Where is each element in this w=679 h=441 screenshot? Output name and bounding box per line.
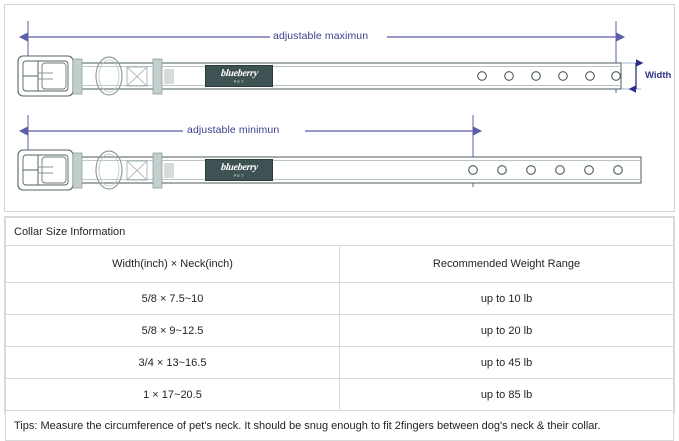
width-dimension-label: Width — [645, 70, 672, 81]
bottom-collar-assembly — [17, 115, 642, 191]
table-title-row: Collar Size Information — [5, 217, 674, 246]
brand-patch-bottom: blueberry PET — [205, 159, 273, 181]
brand-subtitle: PET — [233, 172, 245, 178]
cell-size: 5/8 × 9~12.5 — [5, 314, 340, 347]
tips-text: Tips: Measure the circumference of pet's… — [5, 410, 674, 441]
top-collar-holes — [477, 71, 621, 81]
cell-weight: up to 45 lb — [339, 346, 674, 379]
cell-weight: up to 10 lb — [339, 282, 674, 315]
column-header-size: Width(inch) × Neck(inch) — [5, 245, 340, 283]
adjustable-maximum-label: adjustable maximun — [273, 30, 369, 42]
table-tips-row: Tips: Measure the circumference of pet's… — [5, 410, 674, 441]
collar-size-table: Collar Size Information Width(inch) × Ne… — [5, 217, 674, 441]
table-row: 3/4 × 13~16.5 up to 45 lb — [5, 346, 674, 379]
brand-name: blueberry — [220, 161, 259, 173]
adjustable-minimum-label: adjustable minimun — [187, 124, 280, 136]
collar-size-chart: adjustable maximun adjustable minimun Wi… — [4, 4, 675, 441]
collar-diagram-panel: adjustable maximun adjustable minimun Wi… — [4, 4, 675, 212]
column-header-weight: Recommended Weight Range — [339, 245, 674, 283]
cell-size: 1 × 17~20.5 — [5, 378, 340, 411]
top-collar-assembly — [17, 21, 644, 97]
table-title: Collar Size Information — [5, 217, 674, 246]
cell-weight: up to 85 lb — [339, 378, 674, 411]
table-row: 1 × 17~20.5 up to 85 lb — [5, 378, 674, 411]
table-header-row: Width(inch) × Neck(inch) Recommended Wei… — [5, 245, 674, 283]
cell-size: 5/8 × 7.5~10 — [5, 282, 340, 315]
table-row: 5/8 × 9~12.5 up to 20 lb — [5, 314, 674, 347]
collar-diagram-svg — [17, 21, 644, 191]
brand-name: blueberry — [220, 67, 259, 79]
brand-subtitle: PET — [233, 78, 245, 84]
brand-patch-top: blueberry PET — [205, 65, 273, 87]
cell-size: 3/4 × 13~16.5 — [5, 346, 340, 379]
table-row: 5/8 × 7.5~10 up to 10 lb — [5, 282, 674, 315]
cell-weight: up to 20 lb — [339, 314, 674, 347]
collar-size-table-panel: Collar Size Information Width(inch) × Ne… — [4, 216, 675, 441]
bottom-collar-holes — [468, 165, 623, 175]
